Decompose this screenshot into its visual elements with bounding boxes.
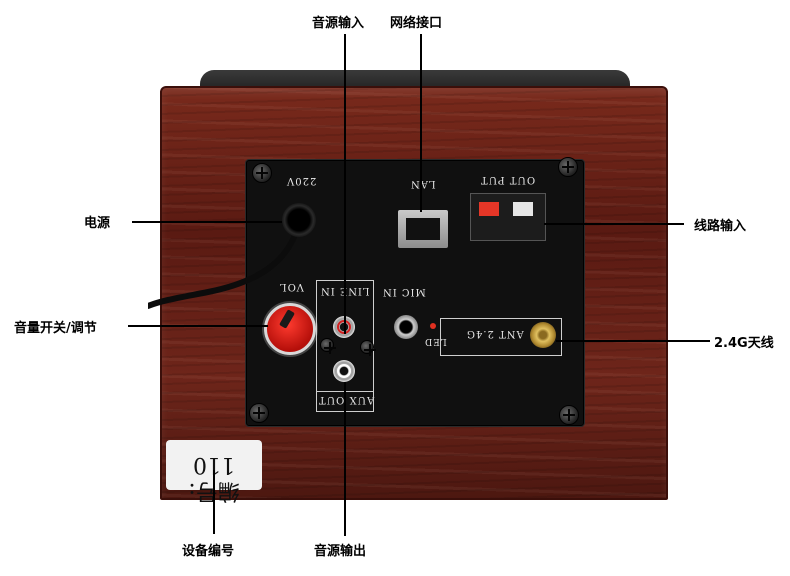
aux-out-rca-jack [333,360,355,382]
leader-audio-input [344,34,346,334]
leader-line-input [544,223,684,225]
callout-network-port: 网络接口 [390,16,443,31]
mic-in-jack [394,315,418,339]
panel-label-output: OUT PUT [480,174,536,185]
leader-antenna [556,340,710,342]
callout-audio-input: 音源输入 [312,16,365,31]
callout-line-input: 线路输入 [694,219,747,234]
callout-device-number: 设备编号 [182,544,235,559]
screw-top-right [558,157,578,177]
screw-bottom-left [249,403,269,423]
callout-volume-switch: 音量开关/调节 [14,321,97,336]
power-socket [282,203,316,237]
panel-label-lan: LAN [410,178,436,189]
callout-audio-output: 音源输出 [314,544,367,559]
panel-label-mic-in: MIC IN [382,286,426,297]
callout-antenna: 2.4G天线 [714,336,774,351]
antenna-frame [440,318,562,356]
callout-power: 电源 [84,216,111,231]
panel-label-voltage: 220V [286,175,317,186]
rca-nut-right [360,340,376,356]
leader-network-port [420,34,422,212]
rca-nut-left [320,338,336,354]
led-indicator [430,323,436,329]
power-cable [148,223,301,309]
leader-audio-output [344,382,346,536]
leader-volume-switch [128,325,268,327]
leader-device-number [213,470,215,534]
screw-bottom-right [559,405,579,425]
leader-power [132,221,282,223]
screw-top-left [252,163,272,183]
rj45-network-port [398,210,448,248]
antenna-connector [530,322,556,348]
speaker-output-terminal [470,193,546,241]
